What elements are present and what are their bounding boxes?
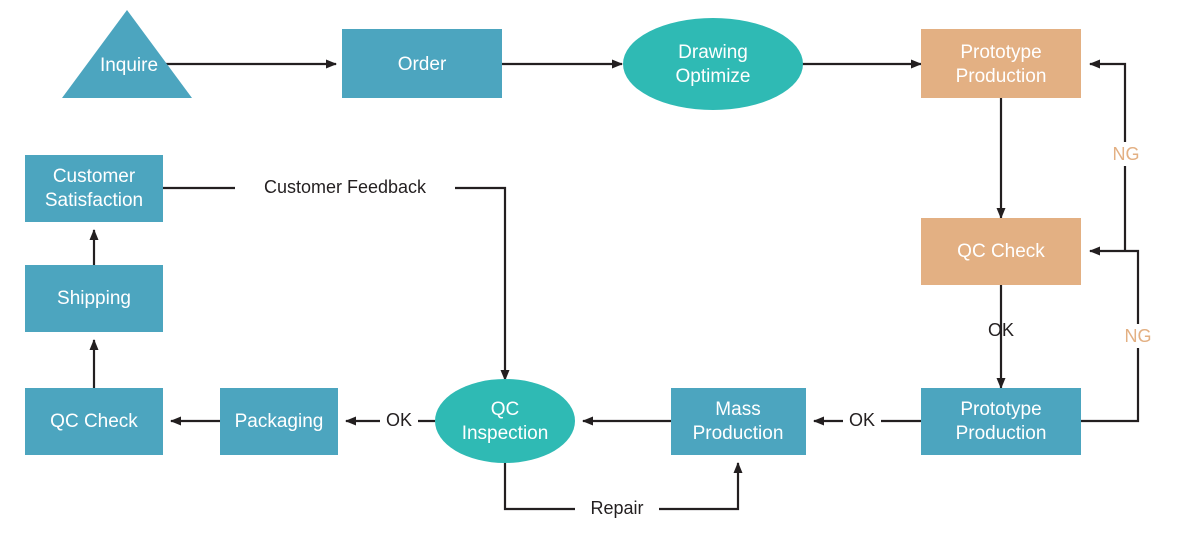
node-shipping[interactable]: Shipping bbox=[25, 265, 163, 332]
node-qc-check-right[interactable]: QC Check bbox=[921, 218, 1081, 285]
drawing-optimize-ellipse-shape bbox=[623, 18, 803, 110]
prototype-production-top-rect-shape bbox=[921, 29, 1081, 98]
node-mass-production[interactable]: Mass Production bbox=[671, 388, 806, 455]
ok-prototype-label-backdrop bbox=[843, 409, 881, 433]
node-customer-satisfaction[interactable]: Customer Satisfaction bbox=[25, 155, 163, 222]
order-rect-shape bbox=[342, 29, 502, 98]
node-prototype-production-top[interactable]: Prototype Production bbox=[921, 29, 1081, 98]
prototype-production-bottom-rect-shape bbox=[921, 388, 1081, 455]
edge-label-ok-qc-check-down: OK bbox=[988, 320, 1014, 340]
packaging-rect-shape bbox=[220, 388, 338, 455]
edge-label-ng-lower: NG bbox=[1125, 326, 1152, 346]
edge-ng-upper bbox=[1089, 59, 1127, 251]
inquire-triangle-shape bbox=[62, 10, 192, 98]
edge-label-customer-feedback: Customer Feedback bbox=[264, 177, 427, 197]
shipping-rect-shape bbox=[25, 265, 163, 332]
node-qc-check-left[interactable]: QC Check bbox=[25, 388, 163, 455]
edge-label-ok-prototype-to-mass: OK bbox=[849, 410, 875, 430]
node-order[interactable]: Order bbox=[342, 29, 502, 98]
qc-check-right-rect-shape bbox=[921, 218, 1081, 285]
node-qc-inspection[interactable]: QC Inspection bbox=[435, 379, 575, 463]
edge-label-ok-inspection-to-packaging: OK bbox=[386, 410, 412, 430]
qc-inspection-ellipse-shape bbox=[435, 379, 575, 463]
repair-label-backdrop bbox=[575, 497, 659, 521]
ok-inspection-label-backdrop bbox=[380, 409, 418, 433]
customer-feedback-label-backdrop bbox=[235, 176, 455, 200]
edge-customer-feedback bbox=[163, 186, 510, 381]
customer-satisfaction-rect-shape bbox=[25, 155, 163, 222]
ng-upper-label-backdrop bbox=[1108, 142, 1144, 166]
edge-label-repair: Repair bbox=[590, 498, 643, 518]
node-drawing-optimize[interactable]: Drawing Optimize bbox=[623, 18, 803, 110]
mass-production-rect-shape bbox=[671, 388, 806, 455]
ng-lower-label-backdrop bbox=[1120, 324, 1156, 348]
node-packaging[interactable]: Packaging bbox=[220, 388, 338, 455]
node-inquire[interactable]: Inquire bbox=[62, 10, 192, 98]
qc-check-left-rect-shape bbox=[25, 388, 163, 455]
node-prototype-production-bottom[interactable]: Prototype Production bbox=[921, 388, 1081, 455]
edge-label-ng-upper: NG bbox=[1113, 144, 1140, 164]
